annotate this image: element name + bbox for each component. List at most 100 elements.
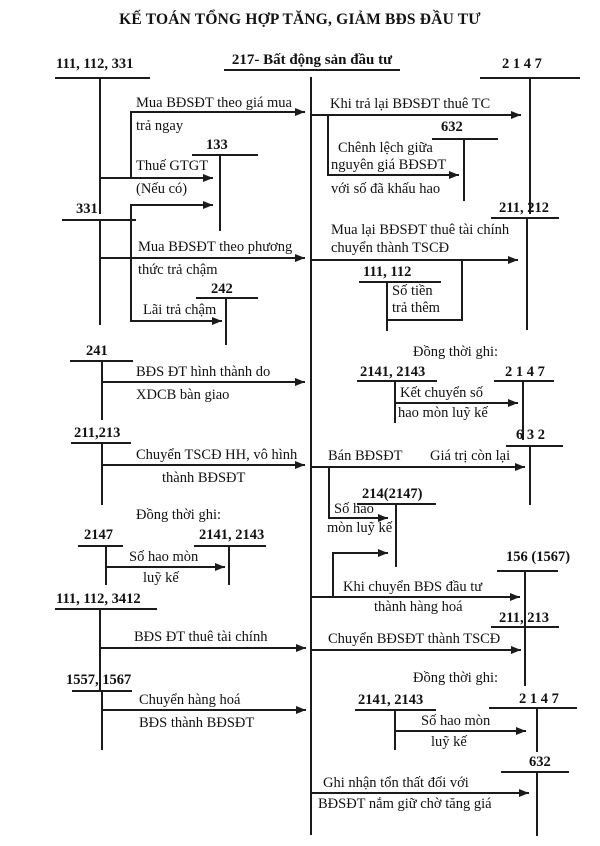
flow-label: Thuế GTGT [136, 158, 209, 174]
arrowhead [516, 727, 526, 735]
flow-label: Khi trả lại BĐSĐT thuê TC [330, 96, 491, 112]
flow-line-goods-depn [332, 552, 388, 554]
flow-line-vat-deferred [130, 204, 213, 206]
account-label-331: 331 [76, 201, 98, 217]
flow-line-finance-lease [99, 647, 306, 649]
arrowhead [212, 317, 222, 325]
arrowhead [515, 463, 525, 471]
branch-line [332, 552, 334, 598]
account-label-2141-2143-bot: 2141, 2143 [358, 692, 424, 708]
flow-label: Giá trị còn lại [430, 448, 511, 464]
step-line [387, 319, 463, 321]
flow-line-depreciation-left [105, 566, 225, 568]
flow-line-to-goods [311, 596, 520, 598]
t-bar-632-bot [501, 771, 569, 773]
account-label-133: 133 [206, 137, 228, 153]
flow-line-return-lease [311, 114, 521, 116]
flow-label: Mua BĐSĐT theo phương [138, 239, 293, 255]
flow-label: BĐSĐT nắm giữ chờ tăng giá [318, 796, 492, 812]
central-account-line [310, 77, 312, 835]
flow-line-xdcb [101, 381, 305, 383]
stem-632-top [463, 138, 465, 201]
flow-label: luỹ kế [431, 734, 467, 750]
flow-label: Số hao mòn [129, 549, 199, 565]
stem-2141-2143-mid [394, 380, 396, 423]
flow-line-deferred-interest [130, 320, 222, 322]
flow-label: Khi chuyển BĐS đầu tư [343, 579, 483, 595]
flow-label: nguyên giá BĐSĐT [329, 157, 449, 173]
arrowhead [508, 399, 518, 407]
flow-label: Mua lại BĐSĐT thuê tài chính [331, 222, 510, 238]
account-label-2141-2143-left: 2141, 2143 [199, 527, 265, 543]
t-bar-2147-bot [489, 707, 577, 709]
flow-line-vat [99, 177, 213, 179]
t-bar-111-112-331 [55, 77, 150, 79]
flow-label: thức trả chậm [138, 262, 218, 278]
flow-line-depn-bot [394, 730, 526, 732]
t-bar-111-112-mid [359, 281, 441, 283]
flow-line-convert-tscd [101, 464, 305, 466]
arrowhead [511, 111, 521, 119]
flow-line-transfer-depn [395, 402, 518, 404]
note-label: Đồng thời ghi: [413, 670, 499, 686]
stem-331 [99, 219, 101, 325]
flow-label: mòn luỹ kế [327, 520, 393, 536]
arrowhead [449, 171, 459, 179]
flow-line-buy-outright [130, 111, 305, 113]
flow-label: chuyển thành TSCĐ [331, 240, 450, 256]
account-label-632-mid: 6 3 2 [516, 427, 545, 443]
flow-line-to-tscd [311, 649, 521, 651]
stem-632-mid [529, 445, 531, 505]
stem-211-213-right [524, 626, 526, 686]
account-label-2147-top: 2 1 4 7 [502, 56, 542, 72]
t-bar-2147-mid [494, 380, 554, 382]
stem-133 [219, 154, 221, 231]
stem-1557-1567 [101, 690, 103, 750]
stem-211-213-left [101, 442, 103, 505]
arrowhead [511, 646, 521, 654]
flow-label: BĐS ĐT hình thành do [136, 364, 271, 380]
stem-2147-bot [536, 707, 538, 752]
account-label-211-213-left: 211,213 [74, 425, 121, 441]
note-label: Đồng thời ghi: [136, 507, 222, 523]
stem-2147-left [105, 545, 107, 585]
arrowhead [295, 254, 305, 262]
account-label-211-213-right: 211, 213 [499, 610, 549, 626]
branch-line [328, 466, 330, 519]
branch-line [130, 204, 132, 322]
flow-line-sell-depn [328, 517, 388, 519]
stem-214-2147 [395, 503, 397, 567]
flow-label: Mua BĐSĐT theo giá mua [136, 95, 292, 111]
account-label-2147-bot: 2 1 4 7 [519, 691, 559, 707]
stem-111-112-mid [386, 281, 388, 331]
flow-line-buyback [311, 259, 518, 261]
page-title: KẾ TOÁN TỔNG HỢP TĂNG, GIẢM BĐS ĐẦU TƯ [119, 11, 481, 28]
arrowhead [519, 789, 529, 797]
step-line [461, 259, 463, 321]
note-label: Đồng thời ghi: [413, 344, 499, 360]
stem-2147-top [529, 77, 531, 214]
account-label-632-top: 632 [441, 119, 463, 135]
flow-label: XDCB bàn giao [136, 387, 230, 403]
arrowhead [378, 549, 388, 557]
arrowhead [203, 174, 213, 182]
t-bar-242 [196, 297, 258, 299]
account-label-242: 242 [211, 281, 233, 297]
branch-line [130, 111, 132, 179]
stem-2141-2143-bot [394, 709, 396, 750]
t-bar-111-112-3412 [55, 608, 157, 610]
account-label-241: 241 [86, 343, 108, 359]
flow-label: (Nếu có) [136, 181, 188, 197]
arrowhead [295, 108, 305, 116]
account-label-156-1567: 156 (1567) [506, 549, 571, 565]
stem-242 [225, 297, 227, 345]
arrowhead [203, 201, 213, 209]
flow-line-loss [311, 792, 529, 794]
flow-line-sell [311, 466, 525, 468]
branch-line [327, 114, 329, 175]
flow-label: Số tiền [392, 283, 433, 299]
flow-label: trả thêm [392, 300, 440, 316]
arrowhead [296, 644, 306, 652]
stem-241 [101, 360, 103, 420]
